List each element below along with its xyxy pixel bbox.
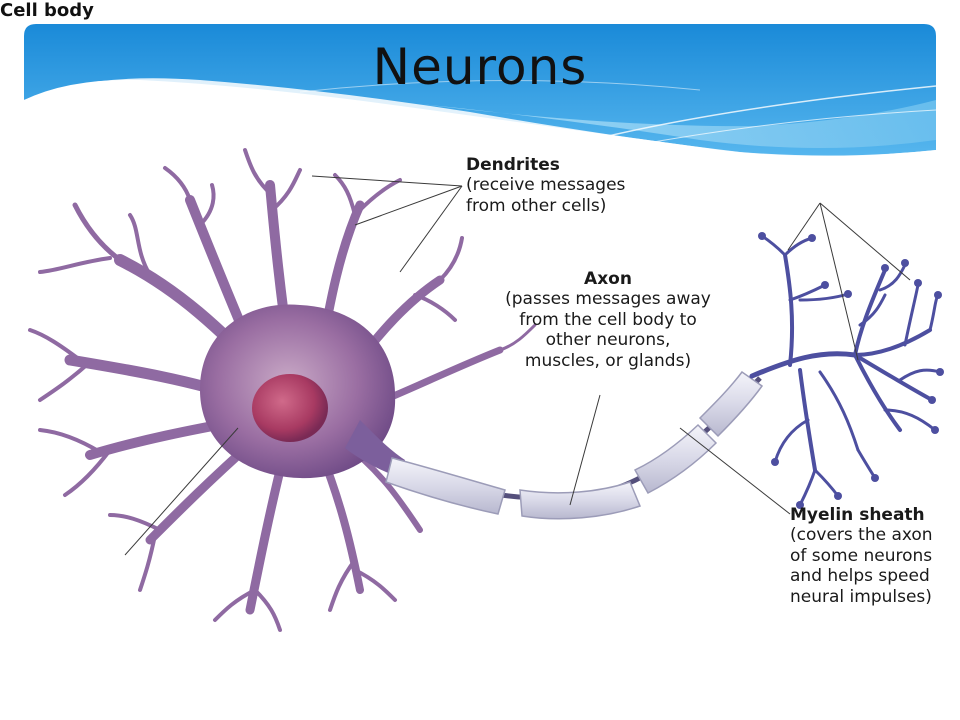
label-axon-heading: Axon	[584, 269, 632, 289]
nucleus	[252, 374, 328, 442]
label-dendrites-heading: Dendrites	[466, 155, 560, 175]
title-banner	[24, 24, 937, 163]
label-myelin-line4: neural impulses)	[790, 586, 932, 607]
label-myelin-line2: of some neurons	[790, 545, 933, 566]
label-dendrites: Dendrites (receive messages from other c…	[466, 155, 625, 216]
axon-terminals	[749, 234, 942, 507]
label-dendrites-line1: (receive messages	[466, 175, 626, 196]
label-axon-line4: muscles, or glands)	[524, 350, 692, 371]
label-axon-line1: (passes messages away	[505, 289, 711, 310]
myelin-segments	[385, 370, 764, 520]
label-axon-line2: from the cell body to	[519, 309, 697, 330]
label-myelin-line1: (covers the axon	[790, 525, 933, 546]
label-axon-line3: other neurons,	[545, 330, 671, 351]
label-myelin-heading: Myelin sheath	[790, 505, 925, 525]
leader-lines	[124, 175, 911, 556]
label-dendrites-line2: from other cells)	[466, 195, 607, 216]
label-myelin-line3: and helps speed	[790, 566, 930, 587]
slide-title: Neurons	[372, 38, 588, 96]
label-cell-body: Cell body	[0, 0, 94, 21]
terminal-buttons	[758, 232, 944, 509]
label-myelin-sheath: Myelin sheath (covers the axon of some n…	[790, 505, 933, 607]
label-axon: Axon (passes messages away from the cell…	[490, 269, 726, 371]
